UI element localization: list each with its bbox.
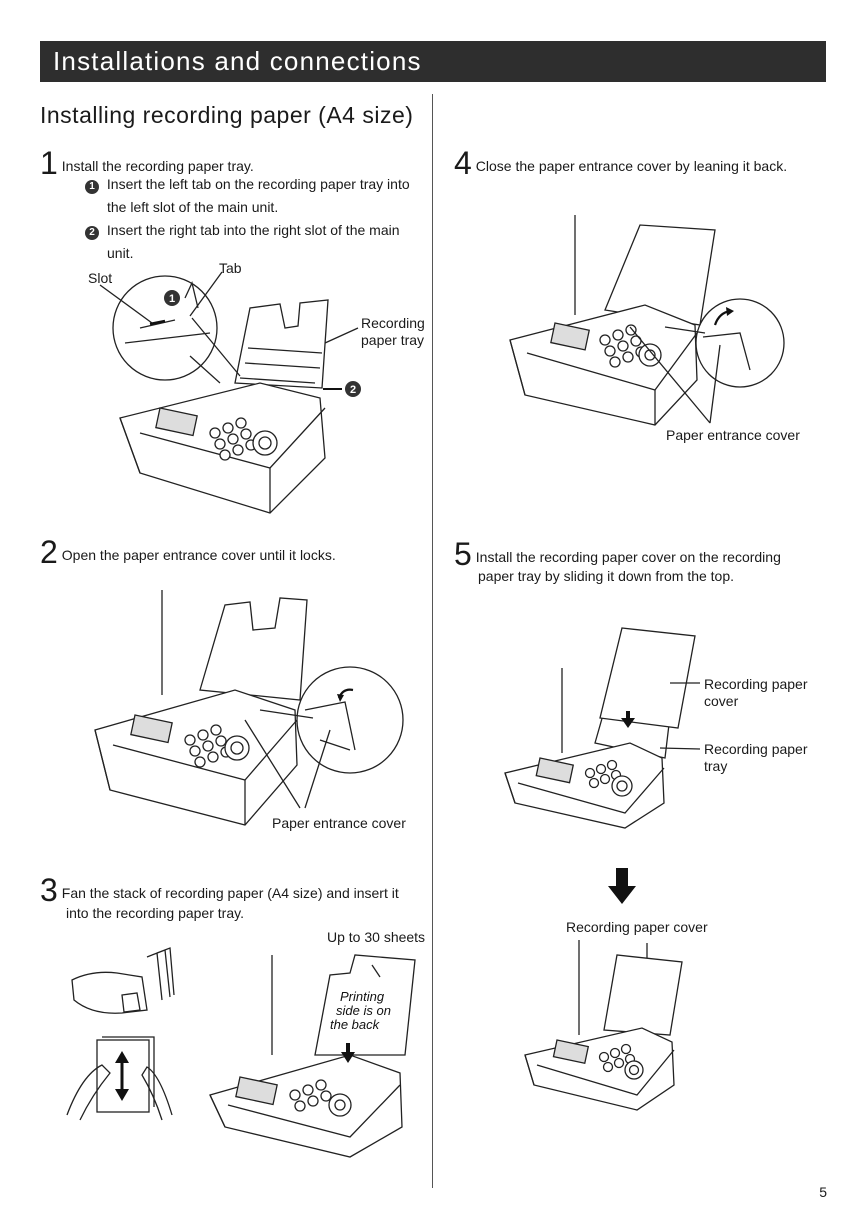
svg-text:Printing side is on th: Printing side is on the back [330, 989, 395, 1032]
substep-1-1-cont: the left slot of the main unit. [107, 199, 279, 215]
substep-1-2: 2 Insert the right tab into the right sl… [85, 219, 400, 242]
callout-line: paper tray [361, 332, 425, 348]
callout-recording-paper-cover-bottom: Recording paper cover [566, 919, 708, 935]
callout-slot: Slot [88, 270, 113, 286]
step-3-number: 3 [40, 872, 58, 908]
step-5-result-illustration [524, 940, 683, 1111]
step-4-illustration [509, 215, 785, 426]
substep-marker: 2 [85, 226, 99, 240]
callout-line: Recording [361, 315, 425, 331]
step-3-text: Fan the stack of recording paper (A4 siz… [61, 885, 399, 901]
callout-line: Recording paper [704, 741, 808, 757]
printing-side-line3: the back [330, 1017, 381, 1032]
step-5-illustration [504, 627, 701, 829]
callout-paper-entrance-cover: Paper entrance cover [272, 815, 406, 831]
printing-side-line2: side is on [336, 1003, 391, 1018]
fan-paper-illustration [66, 947, 175, 1121]
column-divider [432, 94, 433, 1188]
step-2-illustration [94, 590, 404, 826]
step-4-number: 4 [454, 145, 472, 181]
substep-text: Insert the right tab into the right slot… [106, 222, 400, 238]
substep-text: Insert the left tab on the recording pap… [106, 176, 410, 192]
step-2-text: Open the paper entrance cover until it l… [61, 547, 336, 563]
step-2-number: 2 [40, 534, 58, 570]
step-4-text: Close the paper entrance cover by leanin… [475, 158, 788, 174]
step-1-text: Install the recording paper tray. [61, 158, 254, 174]
page-title: Installing recording paper (A4 size) [40, 102, 414, 128]
step-5-number: 5 [454, 536, 472, 572]
down-arrow-icon [608, 868, 636, 904]
callout-recording-paper-cover: Recording paper cover [704, 676, 808, 710]
step-3-illustration: Printing side is on the back [209, 954, 416, 1158]
callout-paper-entrance-cover: Paper entrance cover [666, 427, 800, 443]
substep-marker: 1 [85, 180, 99, 194]
marker-1: 1 [169, 293, 175, 305]
callout-tab: Tab [219, 260, 242, 276]
page-number: 5 [819, 1184, 827, 1200]
callout-line: tray [704, 758, 728, 774]
step-5-text-cont: paper tray by sliding it down from the t… [478, 568, 735, 584]
step-3-text-cont: into the recording paper tray. [66, 905, 244, 921]
banner-title: Installations and connections [53, 46, 422, 76]
callout-recording-paper-tray: Recording paper tray [704, 741, 808, 775]
printing-side-line1: Printing [340, 989, 385, 1004]
step-5-text: Install the recording paper cover on the… [475, 549, 781, 565]
step-1-number: 1 [40, 145, 58, 181]
section-banner: Installations and connections [40, 41, 826, 82]
step-1-illustration: 1 2 [99, 271, 361, 514]
substep-1-1: 1 Insert the left tab on the recording p… [85, 173, 410, 196]
substep-1-2-cont: unit. [107, 245, 134, 261]
callout-line: Recording paper [704, 676, 808, 692]
callout-line: cover [704, 693, 739, 709]
callout-recording-paper-tray: Recording paper tray [361, 315, 425, 349]
callout-up-to-30-sheets: Up to 30 sheets [327, 929, 426, 945]
marker-2: 2 [350, 384, 356, 396]
